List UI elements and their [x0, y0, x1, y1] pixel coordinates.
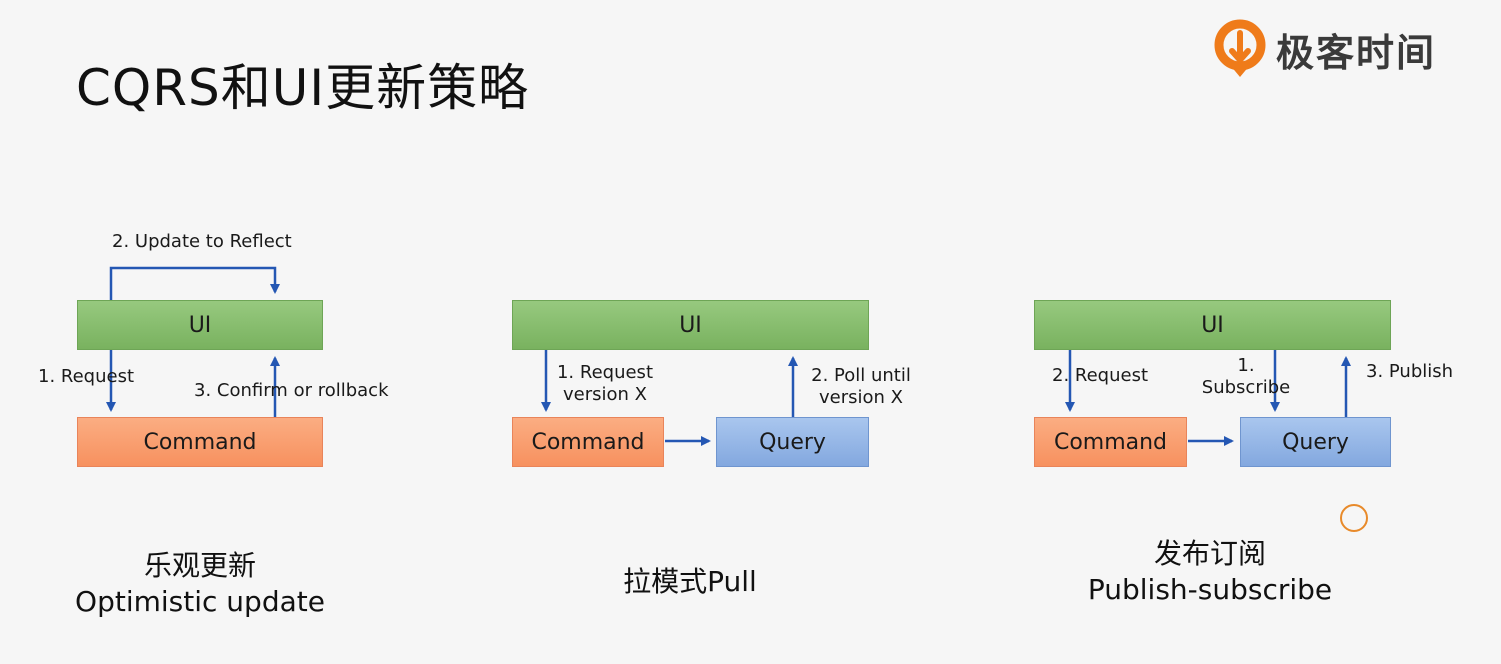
ui-box-pubsub: UI	[1034, 300, 1391, 350]
caption-optimistic-en: Optimistic update	[75, 585, 325, 618]
label-poll-until-line1: 2. Poll until	[811, 365, 911, 386]
page-title: CQRS和UI更新策略	[76, 59, 530, 117]
label-subscribe-line2: Subscribe	[1201, 377, 1291, 398]
brand-logo: 极客时间	[1214, 18, 1436, 80]
query-box-pubsub: Query	[1240, 417, 1391, 467]
label-confirm-or-rollback: 3. Confirm or rollback	[194, 380, 389, 401]
cursor-highlight-circle	[1340, 504, 1368, 532]
caption-optimistic-cn: 乐观更新	[143, 549, 256, 582]
label-poll-until-line2: version X	[819, 387, 903, 408]
command-box-pull: Command	[512, 417, 664, 467]
query-box-pull: Query	[716, 417, 869, 467]
command-box-pubsub: Command	[1034, 417, 1187, 467]
ui-box-optimistic: UI	[77, 300, 323, 350]
label-update-to-reflect: 2. Update to Reflect	[112, 231, 292, 252]
caption-pubsub-en: Publish-subscribe	[1087, 573, 1333, 606]
brand-name: 极客时间	[1276, 30, 1437, 75]
arrow-update-to-reflect	[109, 266, 280, 300]
geektime-logo-icon	[1214, 19, 1266, 77]
caption-pull: 拉模式Pull	[623, 565, 757, 598]
label-request: 1. Request	[38, 366, 135, 387]
command-box-optimistic: Command	[77, 417, 323, 467]
label-request-pubsub: 2. Request	[1052, 365, 1149, 386]
ui-box-pull: UI	[512, 300, 869, 350]
label-request-version-line2: version X	[563, 384, 647, 405]
caption-pubsub-cn: 发布订阅	[1153, 537, 1266, 570]
label-subscribe-line1: 1.	[1237, 355, 1255, 376]
label-publish: 3. Publish	[1366, 361, 1454, 382]
label-request-version-line1: 1. Request	[556, 362, 653, 383]
